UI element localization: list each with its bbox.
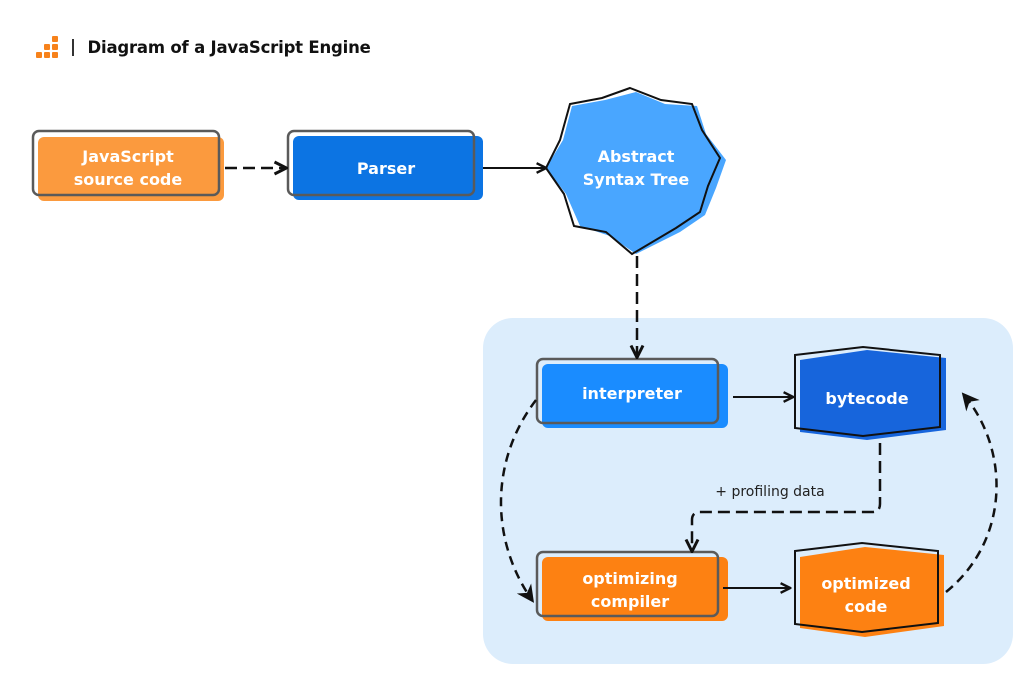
edge-interpreter-to-compiler [499, 399, 537, 603]
header: Diagram of a JavaScript Engine [36, 36, 371, 58]
node-javascript-source[interactable]: JavaScript source code [31, 129, 224, 201]
node-label: JavaScript [81, 147, 174, 166]
logo-icon [36, 36, 60, 58]
node-label: Parser [357, 159, 415, 178]
node-optimizing-compiler[interactable]: optimizing compiler [535, 550, 728, 621]
node-abstract-syntax-tree[interactable]: Abstract Syntax Tree [544, 86, 726, 256]
node-label: interpreter [582, 384, 682, 403]
node-optimized-code[interactable]: optimized code [794, 541, 944, 637]
node-interpreter[interactable]: interpreter [535, 357, 728, 428]
edge-bytecode-to-compiler [692, 443, 882, 550]
edge-optimized-to-bytecode [945, 392, 998, 593]
node-label: source code [74, 170, 183, 189]
header-divider [72, 38, 74, 56]
node-label: bytecode [825, 389, 908, 408]
page-title: Diagram of a JavaScript Engine [87, 37, 371, 57]
node-label: compiler [591, 592, 669, 611]
node-bytecode[interactable]: bytecode [794, 345, 946, 440]
node-label: Abstract [598, 147, 675, 166]
edge-label-profiling-data: + profiling data [715, 484, 824, 500]
node-label: Syntax Tree [583, 170, 690, 189]
node-label: optimized [821, 574, 910, 593]
node-parser[interactable]: Parser [286, 129, 483, 200]
node-label: code [845, 597, 888, 616]
node-label: optimizing [582, 569, 677, 588]
